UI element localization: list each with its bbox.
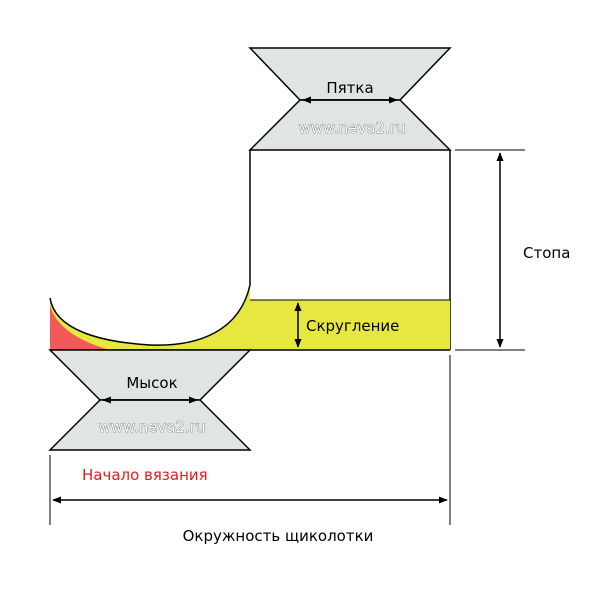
heel-label: Пятка xyxy=(326,79,373,97)
foot-label: Стопа xyxy=(523,244,570,262)
rounding-label: Скругление xyxy=(306,317,399,335)
toe-label: Мысок xyxy=(126,374,177,392)
curve-outline xyxy=(49,284,251,346)
start-red-area xyxy=(50,305,110,350)
heel-watermark: www.neva2.ru xyxy=(299,119,406,137)
toe-watermark: www.neva2.ru xyxy=(99,418,206,436)
start-label: Начало вязания xyxy=(82,466,208,484)
circumference-label: Окружность щиколотки xyxy=(183,527,374,545)
